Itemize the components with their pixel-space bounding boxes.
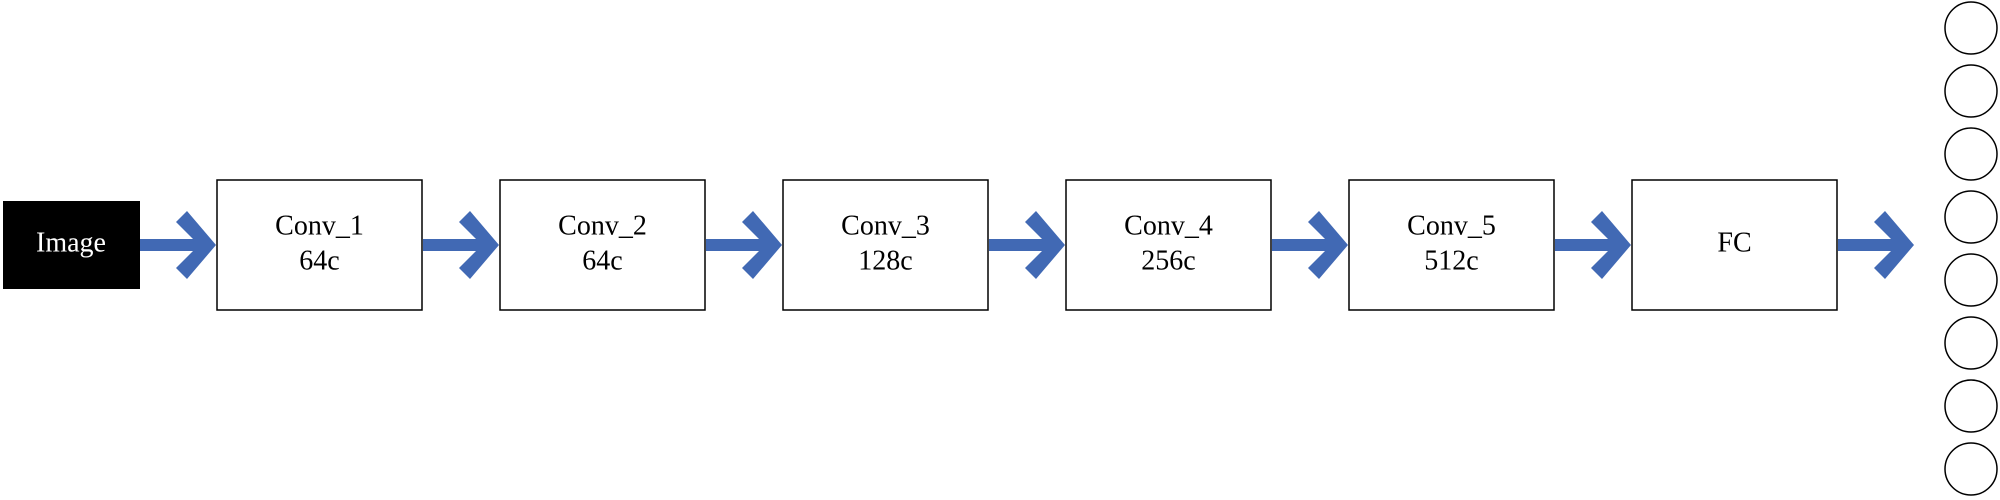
layer-name: FC bbox=[1717, 227, 1751, 258]
arrow-conv-1-to-conv-2 bbox=[423, 211, 499, 279]
output-node bbox=[1944, 64, 1998, 118]
input-node-box bbox=[3, 201, 140, 289]
layer-name: Conv_1 bbox=[275, 210, 364, 241]
layer-conv-4: Conv_4 256c bbox=[1065, 179, 1272, 311]
layer-conv-3: Conv_3 128c bbox=[782, 179, 989, 311]
output-node bbox=[1944, 190, 1998, 244]
layer-name: Conv_3 bbox=[841, 210, 930, 241]
output-nodes bbox=[1944, 1, 1998, 496]
arrow-conv-4-to-conv-5 bbox=[1272, 211, 1348, 279]
output-node bbox=[1944, 379, 1998, 433]
arrow-input-to-conv-1 bbox=[140, 211, 216, 279]
layer-box bbox=[1631, 179, 1838, 311]
layer-box bbox=[1065, 179, 1272, 311]
layer-conv-1: Conv_1 64c bbox=[216, 179, 423, 311]
output-node bbox=[1944, 316, 1998, 370]
output-node bbox=[1944, 442, 1998, 496]
layer-box bbox=[1348, 179, 1555, 311]
arrow-conv-5-to-fc bbox=[1555, 211, 1631, 279]
layer-name: Conv_2 bbox=[558, 210, 647, 241]
input-node: Image bbox=[3, 201, 140, 289]
layer-channels: 64c bbox=[299, 245, 339, 276]
layer-box bbox=[499, 179, 706, 311]
arrows bbox=[140, 211, 1914, 279]
layer-conv-5: Conv_5 512c bbox=[1348, 179, 1555, 311]
input-node-label: Image bbox=[36, 227, 106, 258]
arrow-conv-2-to-conv-3 bbox=[706, 211, 782, 279]
layer-box bbox=[782, 179, 989, 311]
output-node bbox=[1944, 1, 1998, 55]
arrow-conv-3-to-conv-4 bbox=[989, 211, 1065, 279]
layer-channels: 256c bbox=[1141, 245, 1195, 276]
layer-name: Conv_5 bbox=[1407, 210, 1496, 241]
layer-fc: FC bbox=[1631, 179, 1838, 311]
layer-name: Conv_4 bbox=[1124, 210, 1213, 241]
layer-channels: 128c bbox=[858, 245, 912, 276]
arrow-fc-to-output bbox=[1838, 211, 1914, 279]
output-node bbox=[1944, 127, 1998, 181]
layer-channels: 64c bbox=[582, 245, 622, 276]
layer-channels: 512c bbox=[1424, 245, 1478, 276]
output-node bbox=[1944, 253, 1998, 307]
layer-box bbox=[216, 179, 423, 311]
layer-conv-2: Conv_2 64c bbox=[499, 179, 706, 311]
